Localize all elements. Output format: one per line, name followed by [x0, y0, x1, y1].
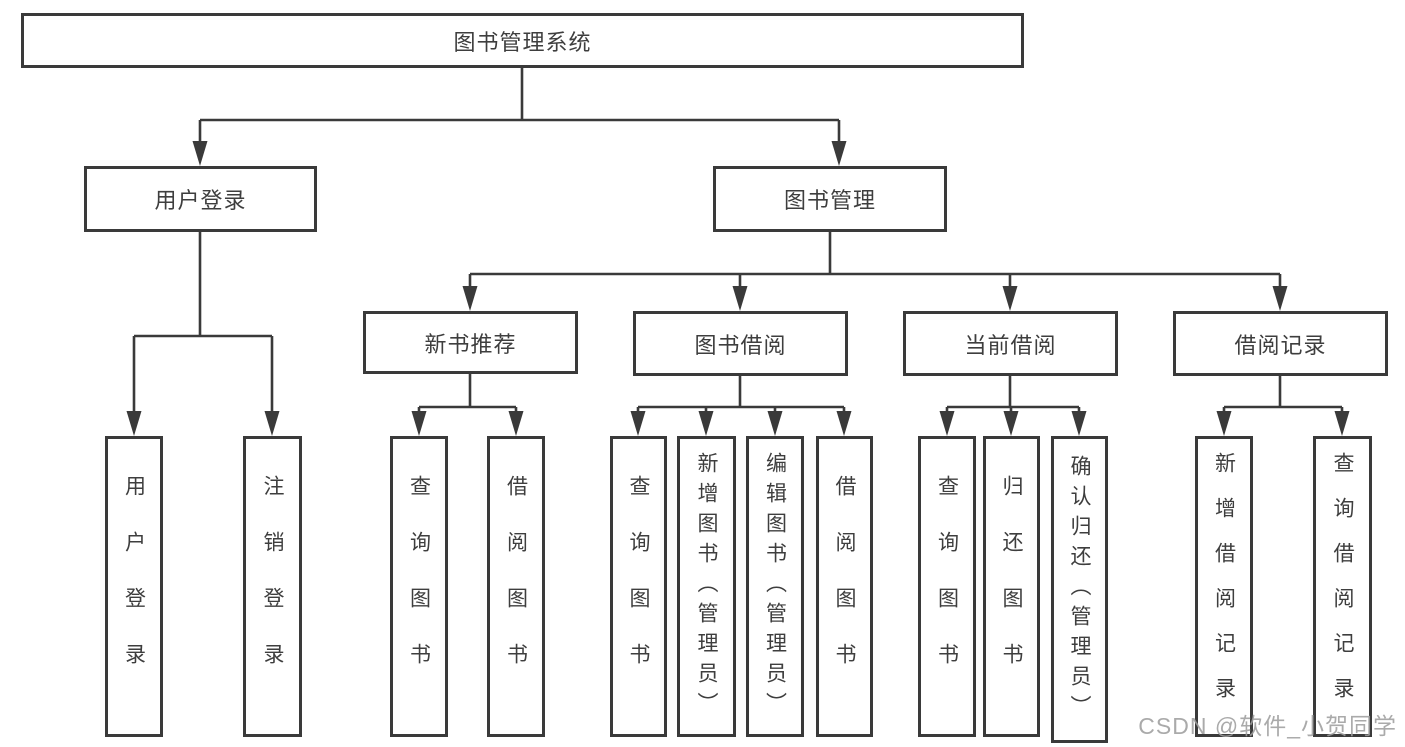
arrowhead-down-icon [1272, 286, 1288, 311]
leaf-confirm-return-admin: 确认归还（管理员） [1051, 436, 1108, 743]
leaf-borrow-books-recommend: 借阅图书 [487, 436, 545, 737]
leaf-query-books-borrowing-label: 查询图书 [627, 474, 650, 699]
arrowhead-down-icon [411, 411, 427, 436]
leaf-borrow-books-recommend-label: 借阅图书 [504, 474, 528, 699]
leaf-edit-book-admin: 编辑图书（管理员） [746, 436, 804, 737]
node-book-borrowing: 图书借阅 [633, 311, 848, 376]
leaf-query-books-current: 查询图书 [918, 436, 976, 737]
node-library-system: 图书管理系统 [21, 13, 1024, 68]
arrowhead-down-icon [264, 411, 280, 436]
arrowhead-down-icon [836, 411, 852, 436]
arrowhead-down-icon [126, 411, 142, 436]
leaf-borrow-books-borrowing-label: 借阅图书 [833, 474, 856, 699]
arrowhead-down-icon [767, 411, 783, 436]
leaf-query-books-recommend: 查询图书 [390, 436, 448, 737]
leaf-query-borrow-record-label: 查询借阅记录 [1331, 451, 1354, 722]
arrowhead-down-icon [1071, 411, 1087, 436]
leaf-logout-label: 注销登录 [261, 474, 284, 699]
node-current-borrowing: 当前借阅 [903, 311, 1118, 376]
node-user-login: 用户登录 [84, 166, 317, 232]
leaf-query-books-recommend-label: 查询图书 [407, 474, 431, 699]
node-borrowing-records-label: 借阅记录 [1234, 332, 1327, 358]
leaf-add-borrow-record-label: 新增借阅记录 [1212, 451, 1236, 722]
node-user-login-label: 用户登录 [154, 188, 247, 213]
node-library-system-label: 图书管理系统 [453, 29, 592, 55]
node-book-management: 图书管理 [713, 166, 947, 232]
arrowhead-down-icon [1003, 411, 1019, 436]
leaf-user-login-label: 用户登录 [122, 474, 146, 699]
arrowhead-down-icon [192, 141, 208, 166]
arrowhead-down-icon [462, 286, 478, 311]
node-borrowing-records: 借阅记录 [1173, 311, 1388, 376]
arrowhead-down-icon [939, 411, 955, 436]
arrowhead-down-icon [1334, 411, 1350, 436]
node-book-management-label: 图书管理 [783, 188, 876, 213]
arrowhead-down-icon [1216, 411, 1232, 436]
leaf-return-books: 归还图书 [983, 436, 1040, 737]
arrowhead-down-icon [732, 286, 748, 311]
node-new-book-recommend-label: 新书推荐 [424, 331, 517, 357]
leaf-return-books-label: 归还图书 [1000, 474, 1023, 699]
leaf-edit-book-admin-label: 编辑图书（管理员） [763, 451, 787, 722]
arrowhead-down-icon [508, 411, 524, 436]
leaf-borrow-books-borrowing: 借阅图书 [816, 436, 873, 737]
leaf-add-book-admin-label: 新增图书（管理员） [695, 451, 718, 722]
arrowhead-down-icon [1002, 286, 1018, 311]
arrowhead-down-icon [831, 141, 847, 166]
leaf-user-login: 用户登录 [105, 436, 163, 737]
leaf-confirm-return-admin-label: 确认归还（管理员） [1068, 454, 1091, 725]
node-new-book-recommend: 新书推荐 [363, 311, 578, 374]
node-book-borrowing-label: 图书借阅 [694, 332, 787, 358]
leaf-query-books-borrowing: 查询图书 [610, 436, 667, 737]
leaf-add-book-admin: 新增图书（管理员） [677, 436, 736, 737]
leaf-add-borrow-record: 新增借阅记录 [1195, 436, 1253, 737]
arrowhead-down-icon [698, 411, 714, 436]
node-current-borrowing-label: 当前借阅 [964, 332, 1057, 358]
leaf-query-borrow-record: 查询借阅记录 [1313, 436, 1372, 737]
arrowhead-down-icon [630, 411, 646, 436]
leaf-query-books-current-label: 查询图书 [935, 474, 959, 699]
leaf-logout: 注销登录 [243, 436, 302, 737]
watermark: CSDN @软件_小贺同学 [1138, 713, 1397, 739]
